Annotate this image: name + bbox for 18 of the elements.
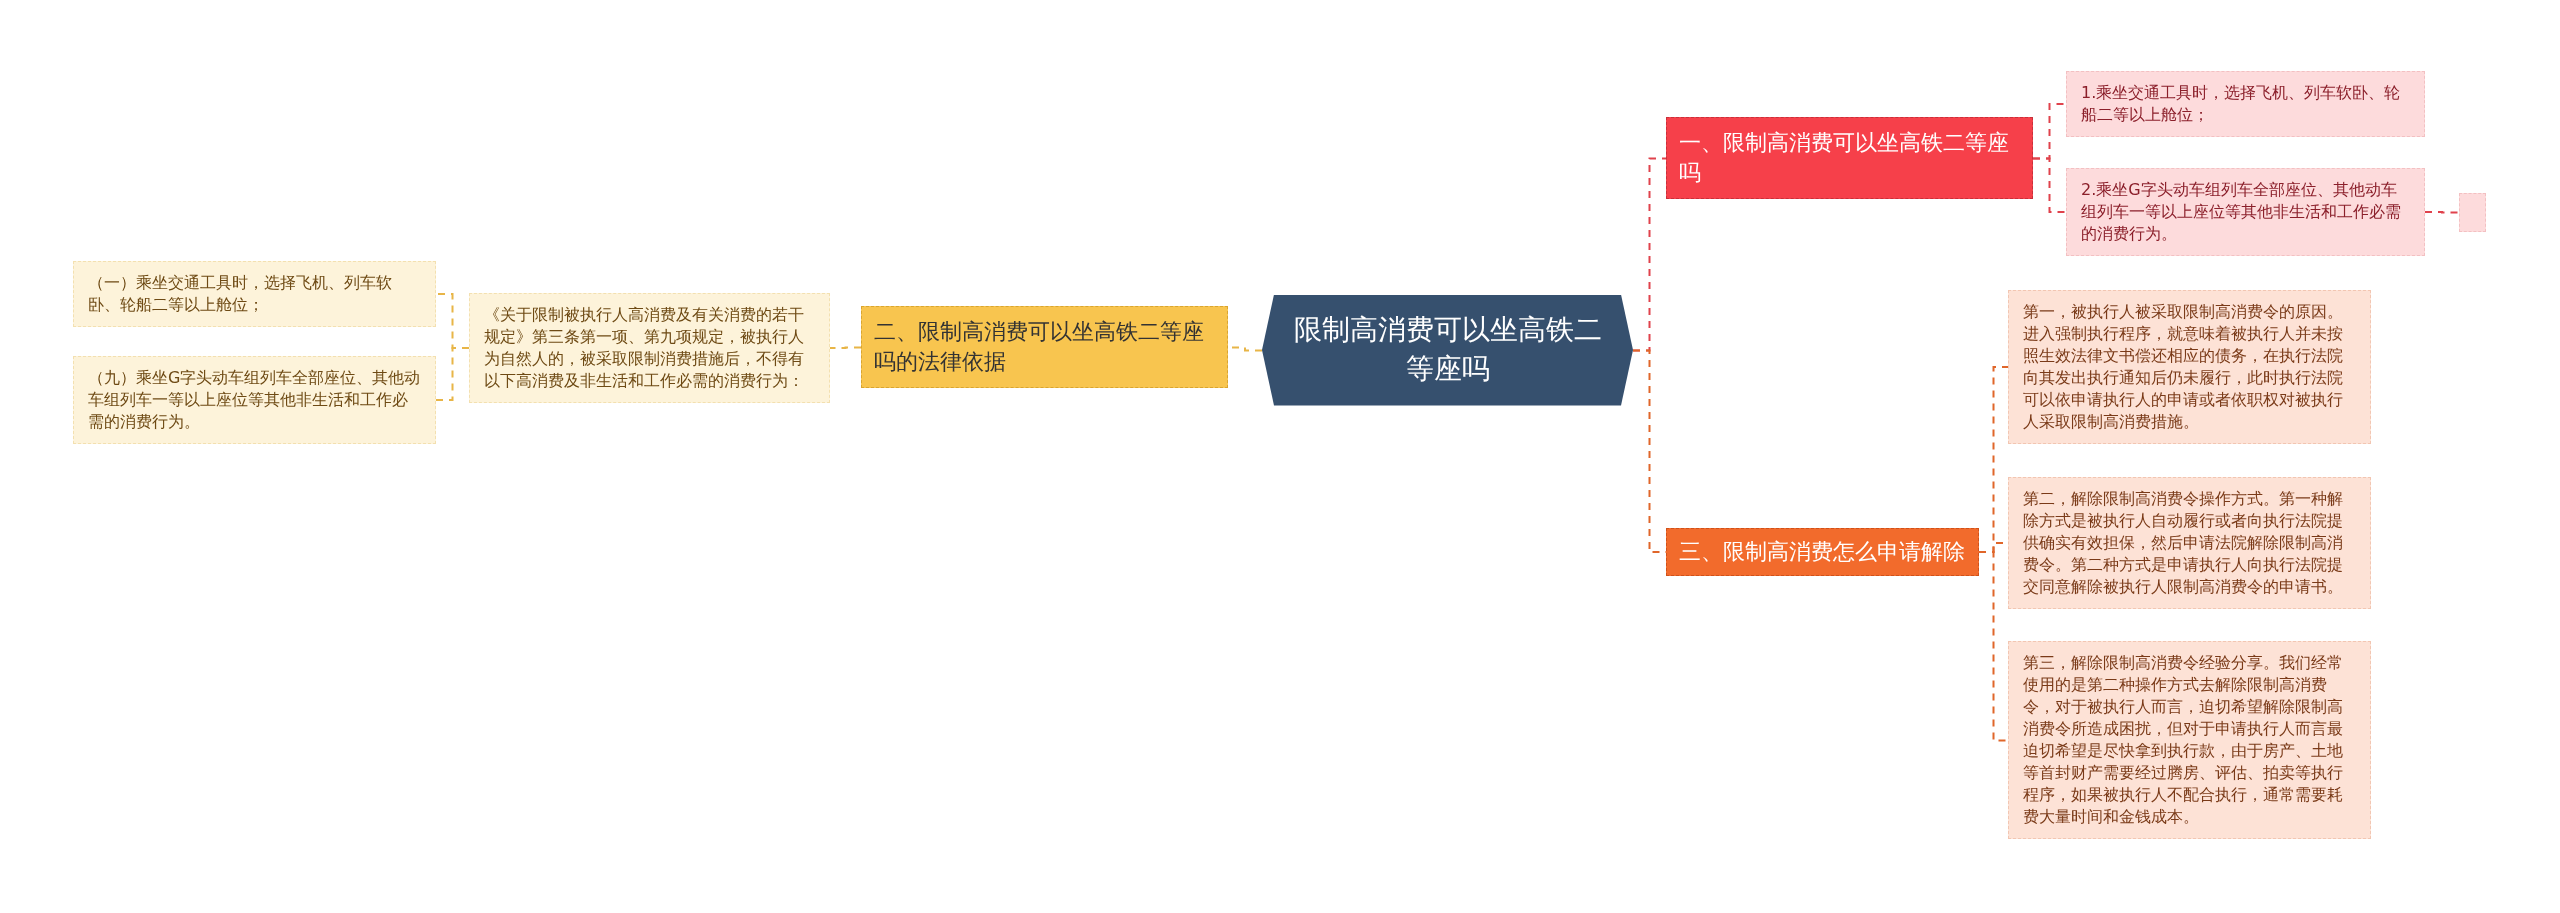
connector-line — [2424, 211, 2460, 214]
connector-line — [2032, 157, 2067, 213]
leaf-box: 第二，解除限制高消费令操作方式。第一种解除方式是被执行人自动履行或者向执行法院提供确实有效担保，然后申请法院解除限制高消费令。第二种方式是申请执行人向执行法院提交同意解除被执行人限制高消费令的申请书。 — [2008, 477, 2371, 610]
branch-box: 三、限制高消费怎么申请解除 — [1666, 528, 1979, 577]
leaf-box: （九）乘坐G字头动车组列车全部座位、其他动车组列车一等以上座位等其他非生活和工作必需的消费行为。 — [73, 356, 436, 445]
connector-line — [829, 346, 862, 349]
leaf-box: 第三，解除限制高消费令经验分享。我们经常使用的是第二种操作方式去解除限制高消费令，对于被执行人而言，迫切希望解除限制高消费令所造成困扰，但对于申请执行人而言最迫切希望是尽快拿到执行款，由于房产、土地等首封财产需要经过腾房、评估、拍卖等执行程序，如果被执行人不配合执行，通常需要耗费大量时间和金钱成本。 — [2008, 640, 2371, 840]
empty-box — [2459, 192, 2486, 232]
branch-box: 一、限制高消费可以坐高铁二等座吗 — [1666, 116, 2033, 200]
connector-line — [435, 347, 470, 401]
connector-line — [1978, 551, 2009, 742]
leaf-box: 1.乘坐交通工具时，选择飞机、列车软卧、轮船二等以上舱位； — [2066, 71, 2425, 138]
leaf-box: 2.乘坐G字头动车组列车全部座位、其他动车组列车一等以上座位等其他非生活和工作必需的消费行为。 — [2066, 168, 2425, 257]
central-topic: 限制高消费可以坐高铁二等座吗 — [1262, 294, 1633, 406]
leaf-box: （一）乘坐交通工具时，选择飞机、列车软卧、轮船二等以上舱位； — [73, 261, 436, 328]
leaf-box: 《关于限制被执行人高消费及有关消费的若干规定》第三条第一项、第九项规定，被执行人为自然人的，被采取限制消费措施后，不得有以下高消费及非生活和工作必需的消费行为： — [469, 293, 830, 404]
branch-box: 二、限制高消费可以坐高铁二等座吗的法律依据 — [861, 305, 1228, 389]
leaf-box: 第一，被执行人被采取限制高消费令的原因。进入强制执行程序，就意味着被执行人并未按照生效法律文书偿还相应的债务，在执行法院向其发出执行通知后仍未履行，此时执行法院可以依申请执行人的申请或者依职权对被执行人采取限制高消费措施。 — [2008, 290, 2371, 445]
